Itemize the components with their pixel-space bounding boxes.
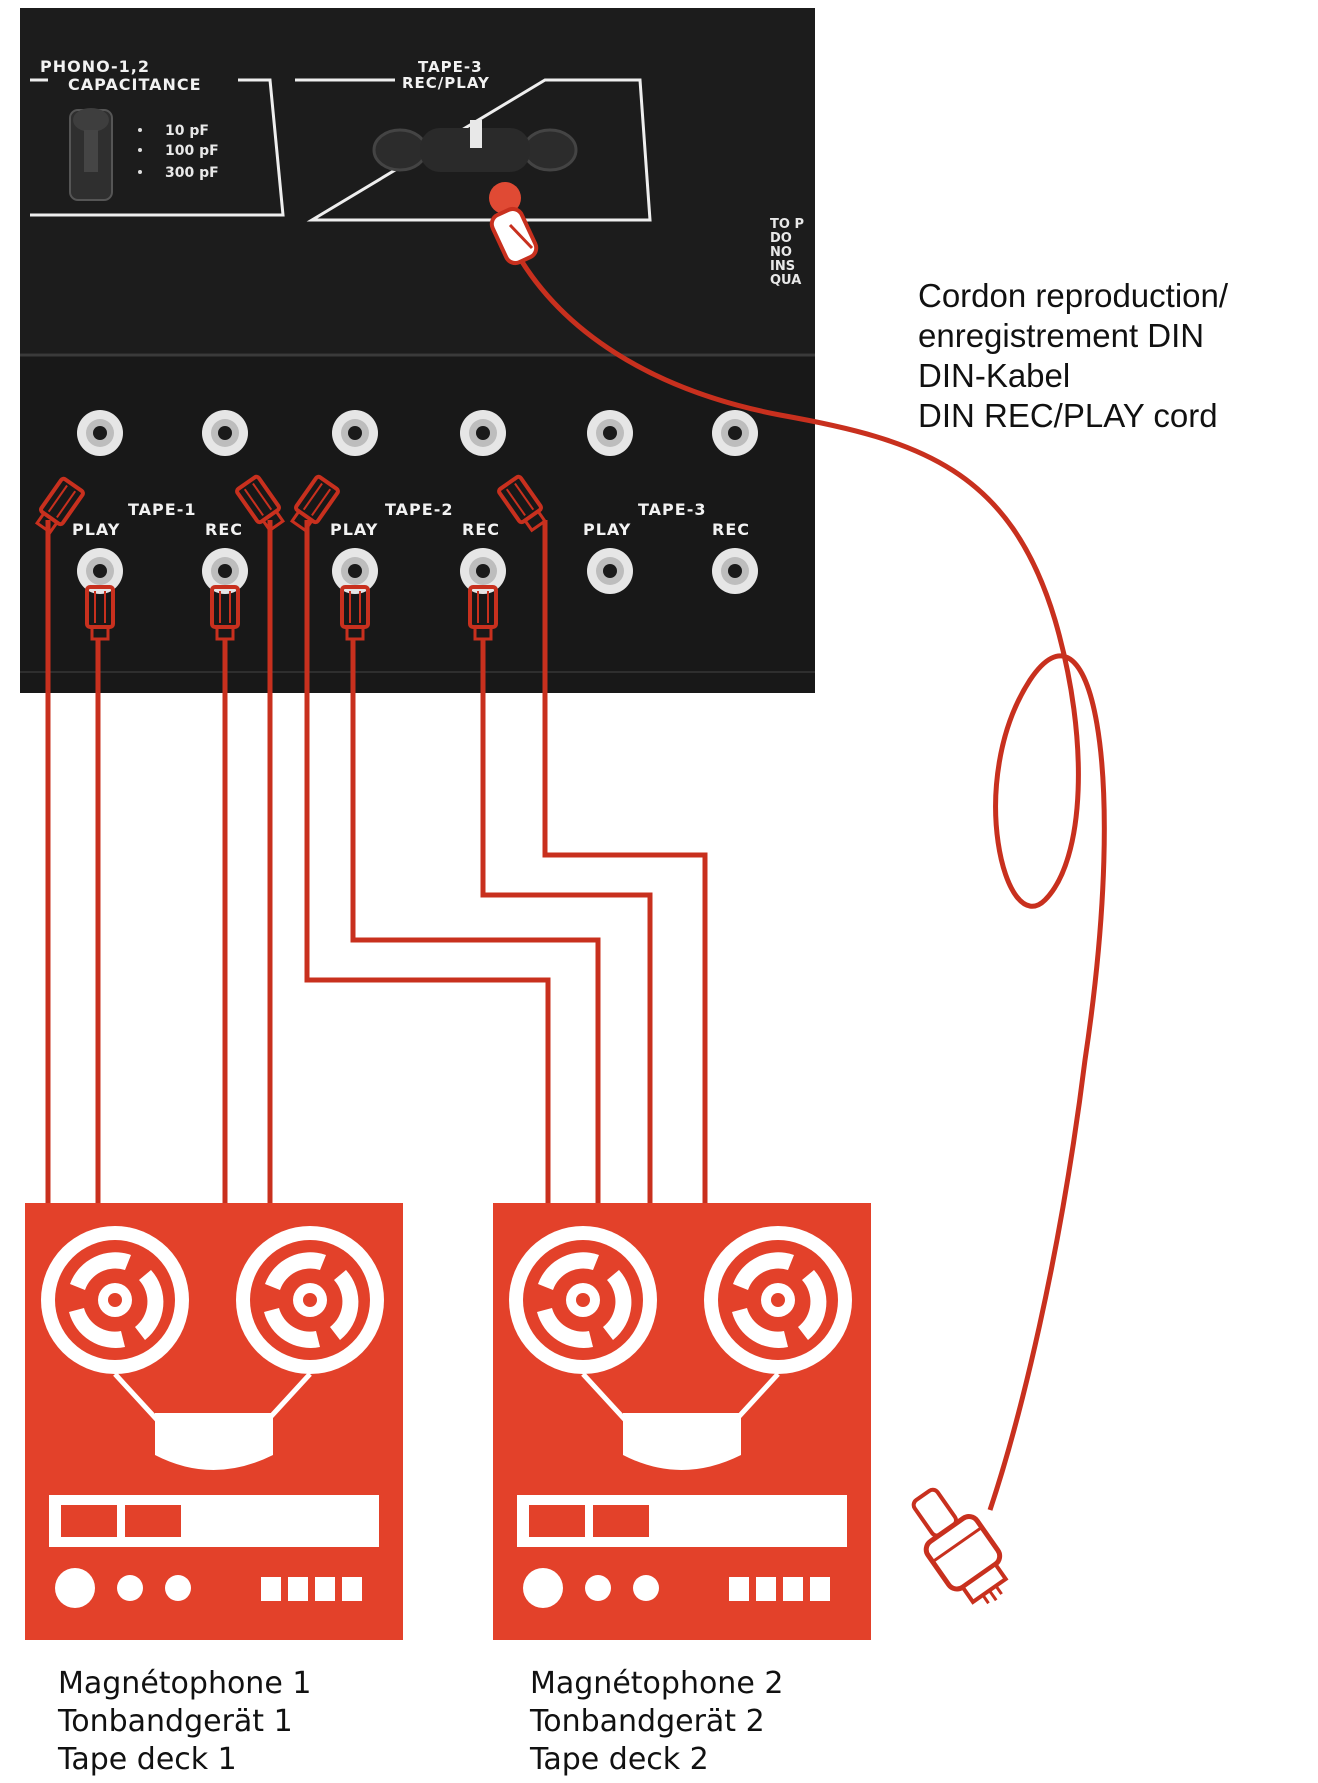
phono-box-subtitle: CAPACITANCE xyxy=(68,75,202,94)
tape-3-rec-jack[interactable] xyxy=(712,548,758,594)
tape-deck-1-icon xyxy=(25,1203,403,1640)
tape3-box-subtitle: REC/PLAY xyxy=(402,74,490,92)
cord-caption-line: Cordon reproduction/ xyxy=(918,276,1228,316)
tape-2-out-jack-l[interactable] xyxy=(332,410,378,456)
din-plug-loose xyxy=(898,1478,1021,1617)
cable-deck2-c xyxy=(483,640,650,1205)
tape-1-out-jack-r[interactable] xyxy=(202,410,248,456)
tape-2-label: TAPE-2 xyxy=(385,500,453,519)
tape-2-play-label: PLAY xyxy=(330,520,378,539)
deck-caption-line: Tonbandgerät 1 xyxy=(58,1703,311,1741)
cord-caption-line: DIN REC/PLAY cord xyxy=(918,396,1228,436)
cable-deck2-b xyxy=(353,640,598,1205)
tape-2-out-jack-r[interactable] xyxy=(460,410,506,456)
svg-text:TO P: TO P xyxy=(770,217,804,232)
deck-caption-line: Magnétophone 2 xyxy=(530,1665,783,1703)
tape-1-rec-label: REC xyxy=(205,520,243,539)
amplifier-rear-panel: PHONO-1,2 CAPACITANCE 10 pF 100 pF 300 p… xyxy=(20,8,815,693)
capacitance-selector-switch[interactable] xyxy=(70,108,112,200)
tape-3-out-jack-l[interactable] xyxy=(587,410,633,456)
cord-caption-line: enregistrement DIN xyxy=(918,316,1228,356)
deck-caption-line: Tape deck 1 xyxy=(58,1741,311,1779)
tape-2-rec-label: REC xyxy=(462,520,500,539)
deck-caption-line: Magnétophone 1 xyxy=(58,1665,311,1703)
capacitance-option-10: 10 pF xyxy=(165,123,209,139)
tape-3-play-label: PLAY xyxy=(583,520,631,539)
tape-1-play-label: PLAY xyxy=(72,520,120,539)
tape-deck-1-caption: Magnétophone 1 Tonbandgerät 1 Tape deck … xyxy=(58,1665,311,1779)
din-cord-caption: Cordon reproduction/ enregistrement DIN … xyxy=(918,276,1228,436)
tape-3-out-jack-r[interactable] xyxy=(712,410,758,456)
tape-3-rec-label: REC xyxy=(712,520,750,539)
tape-deck-2-icon xyxy=(493,1203,871,1640)
tape-1-label: TAPE-1 xyxy=(128,500,196,519)
tape-deck-2-caption: Magnétophone 2 Tonbandgerät 2 Tape deck … xyxy=(530,1665,783,1779)
capacitance-option-100: 100 pF xyxy=(165,143,219,159)
tape-1-out-jack-l[interactable] xyxy=(77,410,123,456)
tape-3-label: TAPE-3 xyxy=(638,500,706,519)
svg-text:NO: NO xyxy=(770,245,792,260)
svg-text:DO: DO xyxy=(770,231,792,246)
svg-text:QUA: QUA xyxy=(770,273,801,288)
cord-caption-line: DIN-Kabel xyxy=(918,356,1228,396)
capacitance-option-300: 300 pF xyxy=(165,165,219,181)
svg-text:INS: INS xyxy=(770,259,795,274)
tape-3-play-jack[interactable] xyxy=(587,548,633,594)
deck-caption-line: Tonbandgerät 2 xyxy=(530,1703,783,1741)
phono-box-title: PHONO-1,2 xyxy=(40,57,150,76)
deck-caption-line: Tape deck 2 xyxy=(530,1741,783,1779)
